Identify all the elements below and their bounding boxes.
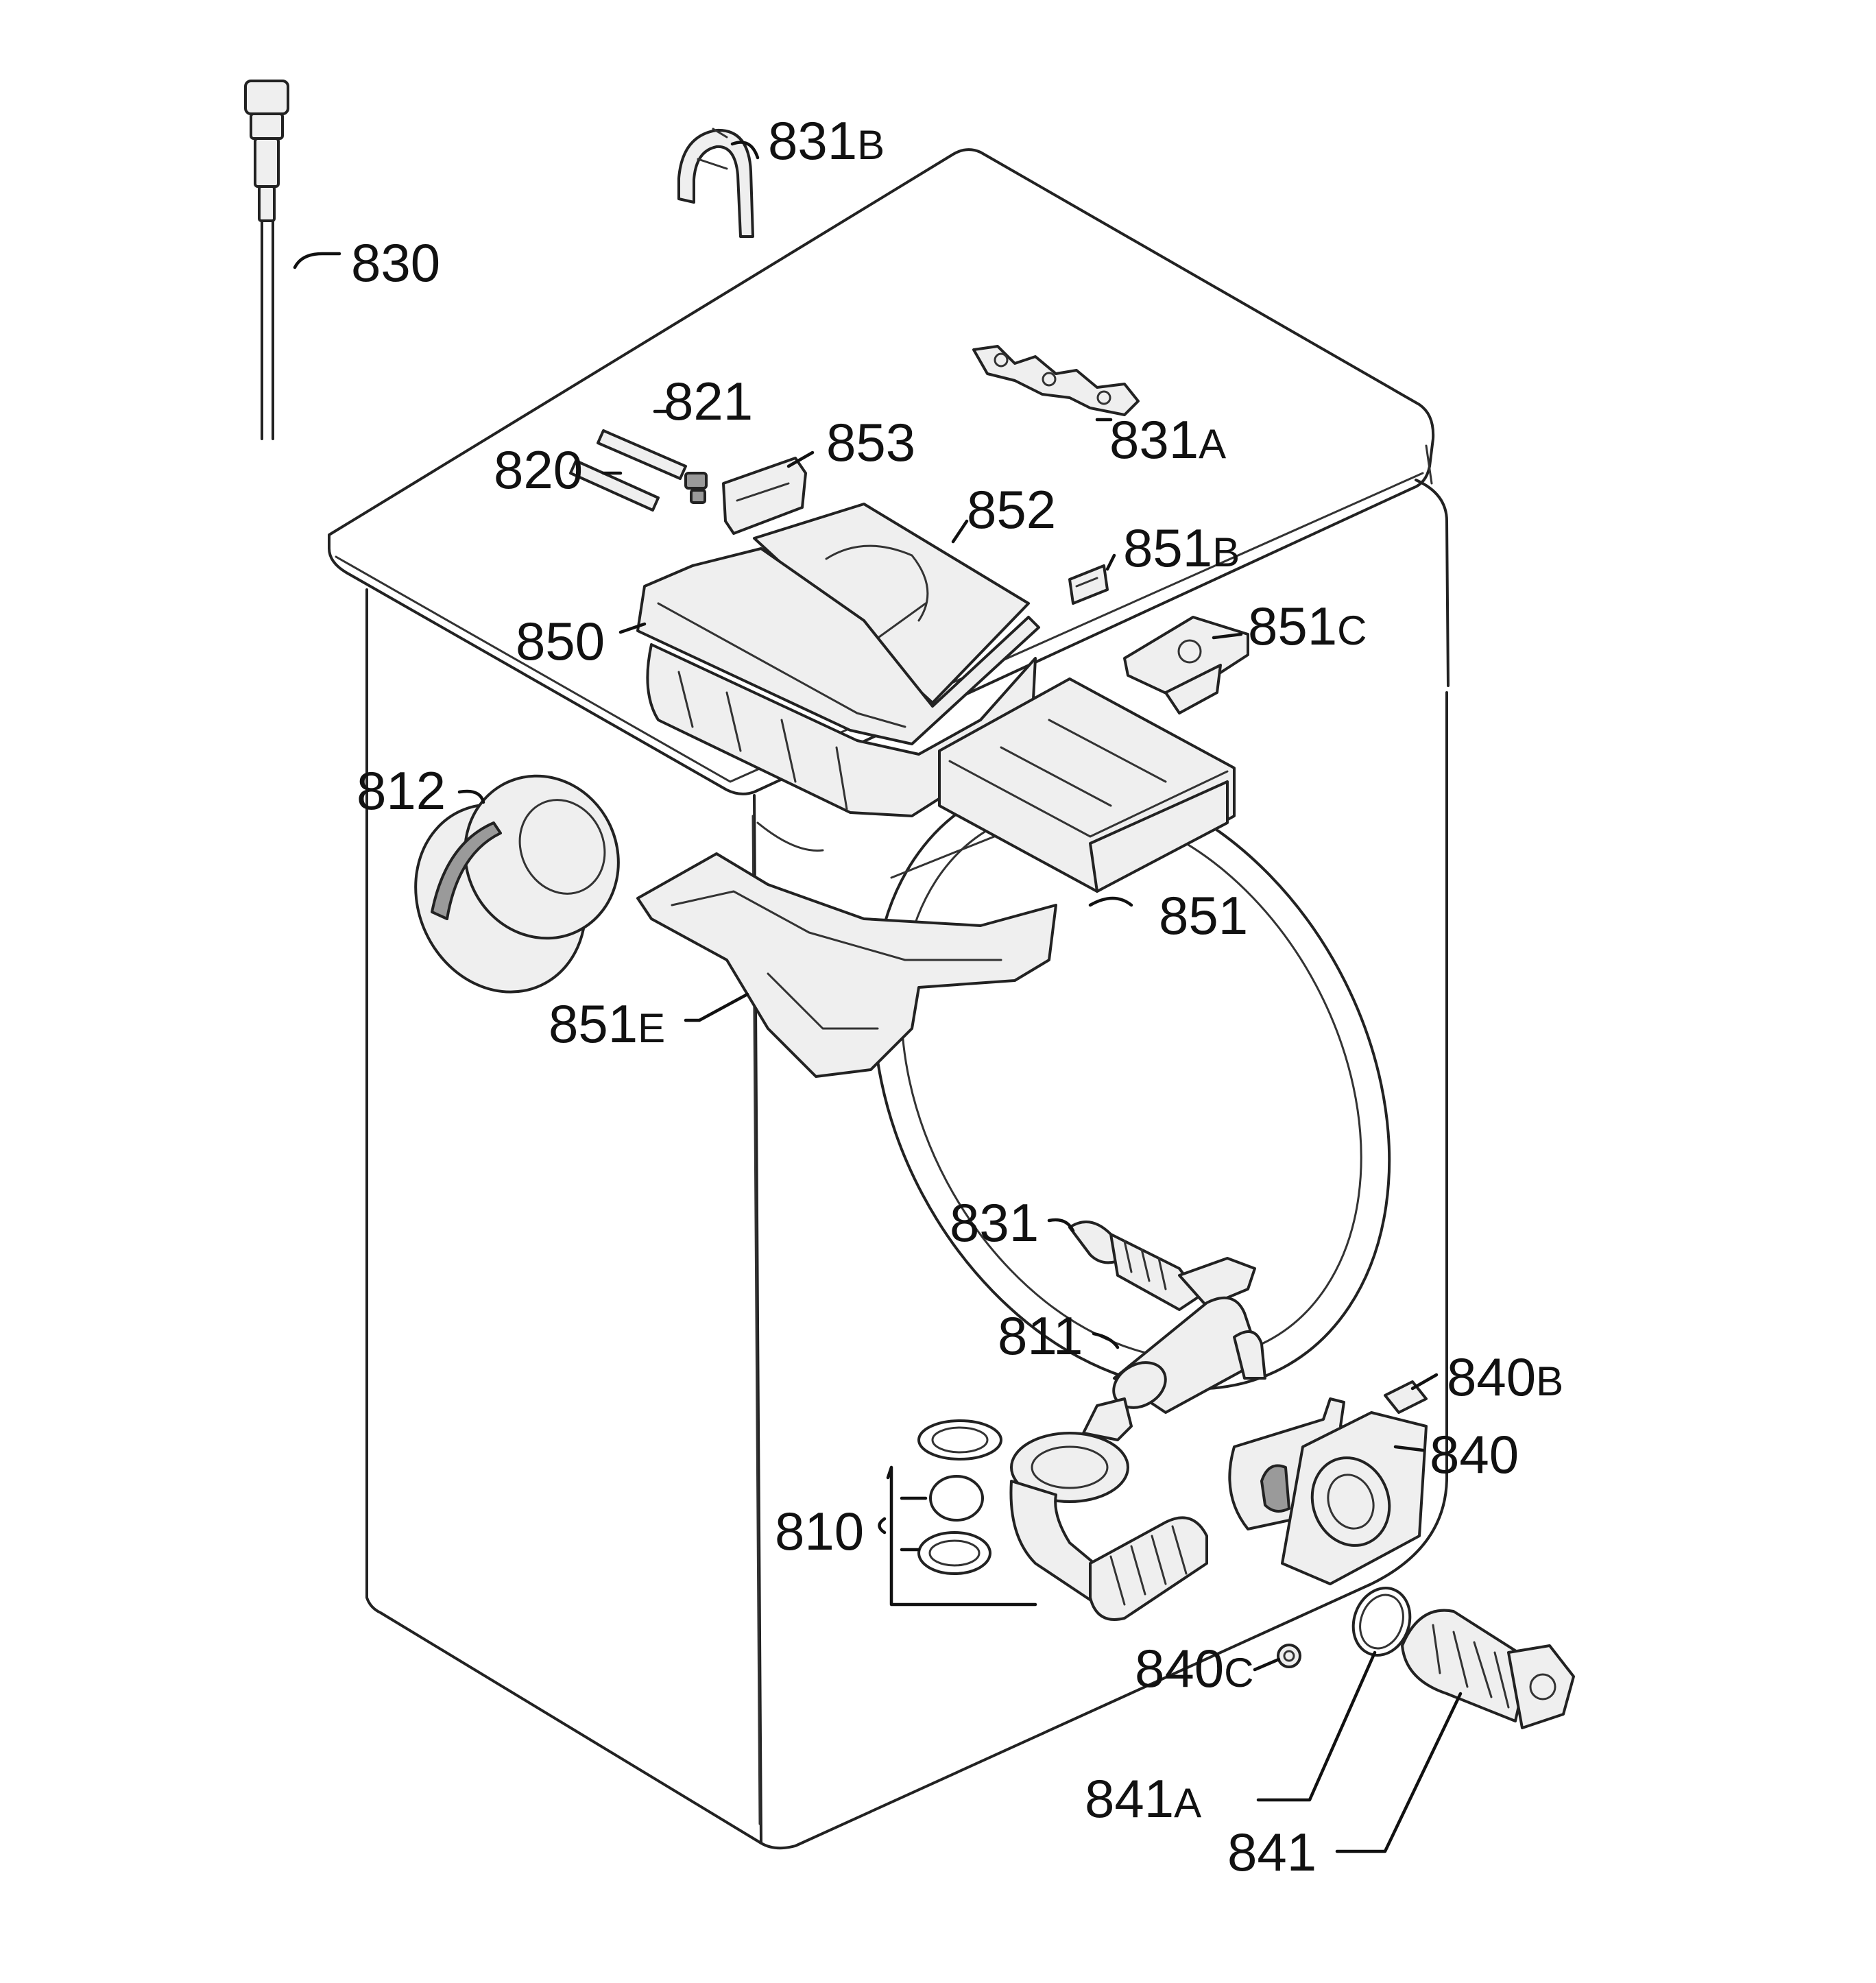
label-831a: 831A — [1109, 409, 1226, 470]
label-811: 811 — [998, 1306, 1083, 1366]
label-840b: 840B — [1447, 1347, 1563, 1407]
drain-hose-part — [1068, 1221, 1256, 1311]
handle-panel-part — [1123, 616, 1249, 714]
dispenser-drawer-part — [938, 677, 1236, 893]
small-tag-part — [1068, 564, 1109, 605]
clip-part — [1384, 1380, 1428, 1414]
rods-part — [569, 429, 687, 512]
hose-guide-part — [677, 128, 754, 238]
bracket-part — [684, 457, 807, 535]
label-841a: 841A — [1085, 1768, 1201, 1829]
label-840c: 840C — [1135, 1638, 1253, 1698]
label-841: 841 — [1227, 1822, 1316, 1882]
label-810: 810 — [775, 1501, 864, 1561]
o-ring-part — [1351, 1587, 1412, 1657]
label-851b: 851B — [1123, 518, 1240, 578]
sump-hose-part — [1112, 1296, 1266, 1414]
hose-clip-set-part — [972, 345, 1140, 416]
drain-pump-group-part — [917, 1397, 1208, 1621]
label-831b: 831B — [768, 110, 885, 171]
pump-filter-part — [1401, 1609, 1575, 1729]
label-840: 840 — [1430, 1424, 1519, 1485]
nut-part — [1277, 1644, 1301, 1668]
label-831: 831 — [950, 1192, 1039, 1253]
door-seal-part — [414, 774, 620, 994]
label-852: 852 — [967, 479, 1056, 540]
leader-lines — [293, 141, 1463, 1853]
callout-labels: 830 831B 821 820 853 831A 852 851B 850 8… — [351, 110, 1563, 1882]
label-812: 812 — [357, 760, 446, 821]
water-channel-part — [636, 852, 1057, 1078]
label-850: 850 — [516, 611, 605, 671]
label-851c: 851C — [1248, 596, 1367, 656]
label-851e: 851E — [549, 994, 665, 1054]
inlet-hose-part — [244, 80, 289, 440]
label-851: 851 — [1159, 885, 1248, 946]
label-821: 821 — [664, 371, 753, 431]
label-820: 820 — [494, 440, 583, 500]
label-853: 853 — [826, 412, 915, 472]
label-830: 830 — [351, 232, 440, 293]
filter-housing-part — [1228, 1397, 1428, 1585]
